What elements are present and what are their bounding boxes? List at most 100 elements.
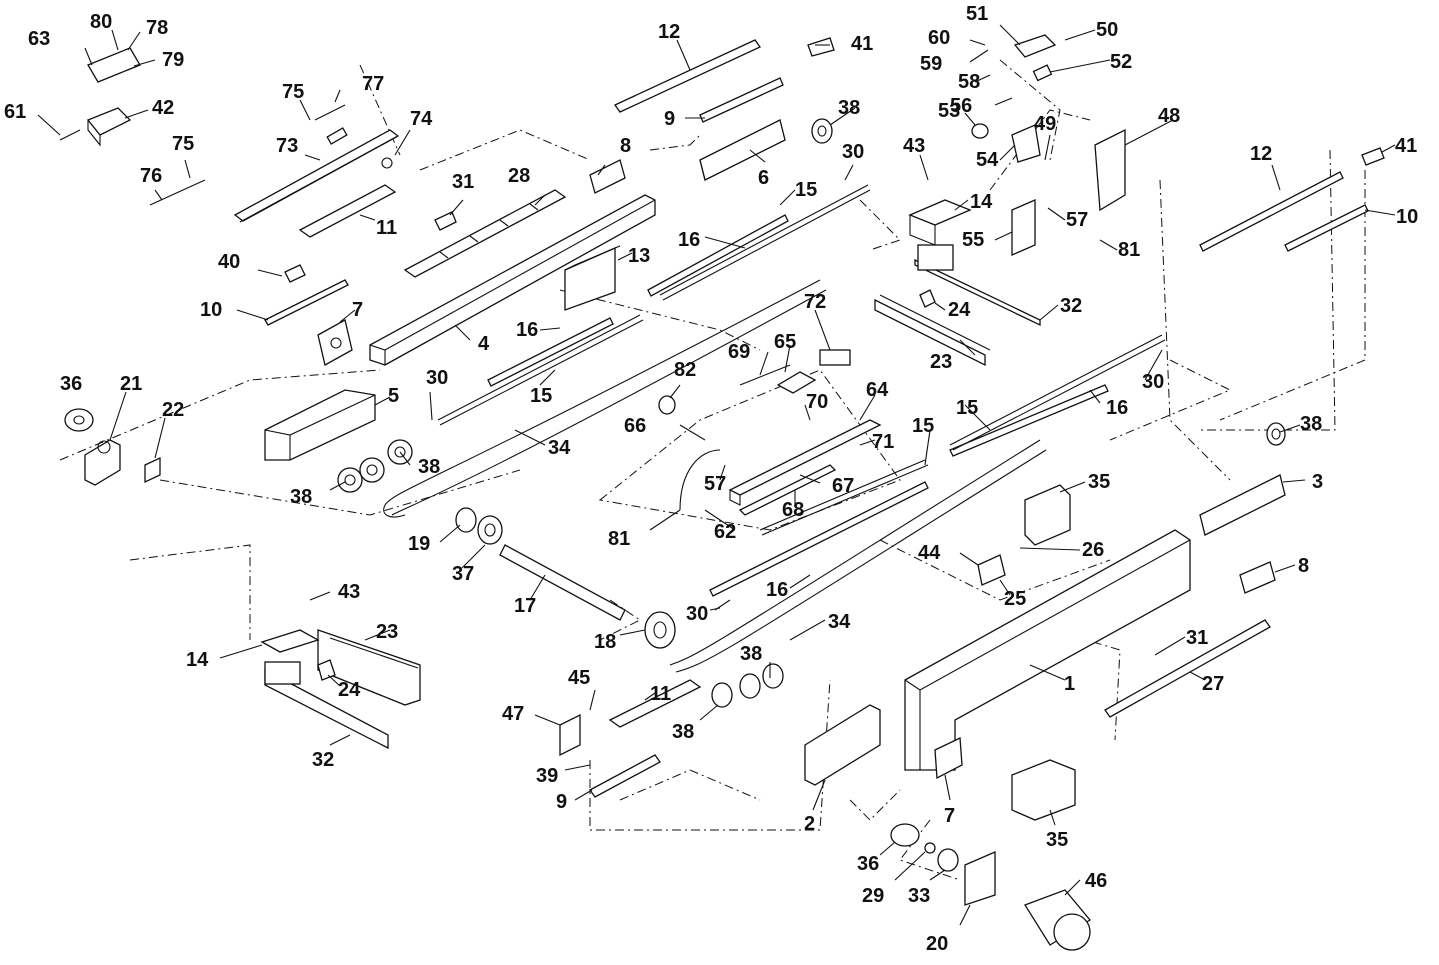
callout-49: 49 — [1034, 113, 1056, 135]
callout-23b: 23 — [376, 621, 398, 643]
callout-24b: 24 — [338, 679, 361, 701]
assembly-line — [359, 64, 401, 156]
callout-41b: 41 — [1395, 135, 1417, 157]
block-part-51 — [1013, 34, 1057, 58]
beam-part-4 — [369, 194, 656, 366]
fitting-part-75 — [314, 104, 346, 121]
callout-7b: 7 — [944, 805, 955, 827]
strip-part-16a — [647, 214, 789, 297]
cable-part-81b — [679, 449, 721, 511]
strip-part-10b — [1284, 204, 1369, 252]
callout-40: 40 — [218, 251, 240, 273]
callout-20: 20 — [926, 933, 948, 955]
callout-57b: 57 — [704, 473, 726, 495]
callout-35b: 35 — [1046, 829, 1068, 851]
callout-33: 33 — [908, 885, 930, 907]
callout-35a: 35 — [1088, 471, 1110, 493]
callout-80: 80 — [90, 11, 112, 33]
clip-part-41a — [807, 37, 835, 57]
slide-part-23b — [317, 629, 421, 706]
callout-32a: 32 — [1060, 295, 1082, 317]
slide-part-32a — [914, 244, 1041, 327]
clip-part-41b — [1361, 147, 1385, 166]
plate-part-11b — [608, 679, 702, 728]
callout-36b: 36 — [857, 853, 879, 875]
callout-81a: 81 — [1118, 239, 1140, 261]
plate-part-8b — [1239, 561, 1276, 594]
callout-70: 70 — [806, 391, 828, 413]
callout-57a: 57 — [1066, 209, 1088, 231]
bracket-part-35b — [1011, 759, 1076, 821]
cylinder-part-55 — [1011, 199, 1036, 256]
assembly-line — [859, 199, 901, 251]
main-frame-part-1 — [904, 529, 1191, 771]
pulley-part-37 — [477, 515, 503, 545]
callout-78: 78 — [146, 17, 168, 39]
callout-32b: 32 — [312, 749, 334, 771]
bearing-part-36b — [890, 823, 920, 847]
callout-73: 73 — [276, 135, 298, 157]
fitting-part-52 — [1032, 64, 1053, 82]
callout-37: 37 — [452, 563, 474, 585]
assembly-line — [989, 109, 1091, 191]
assembly-line — [159, 469, 521, 516]
assembly-line — [129, 544, 251, 640]
callout-65: 65 — [774, 331, 796, 353]
assembly-line — [999, 59, 1061, 161]
callout-44: 44 — [918, 542, 941, 564]
belt-part-34b — [669, 439, 1047, 673]
callout-56: 56 — [950, 95, 972, 117]
callout-74: 74 — [410, 108, 433, 130]
collar-part-29 — [924, 842, 936, 854]
callout-23a: 23 — [930, 351, 952, 373]
bracket-part-22 — [144, 456, 161, 484]
callout-9a: 9 — [664, 108, 675, 130]
bracket-part-65 — [776, 371, 817, 394]
roller-part-38b — [337, 439, 413, 493]
callout-51: 51 — [966, 3, 988, 25]
callout-17: 17 — [514, 595, 536, 617]
assembly-line — [1159, 179, 1231, 481]
callout-64: 64 — [866, 379, 889, 401]
callout-39: 39 — [536, 765, 558, 787]
assembly-line — [619, 769, 761, 801]
gear-part-18 — [644, 611, 676, 649]
callout-54: 54 — [976, 149, 999, 171]
carriage-part-64 — [728, 419, 882, 506]
callout-26: 26 — [1082, 539, 1104, 561]
callout-8b: 8 — [1298, 555, 1309, 577]
rod-part-15b — [437, 314, 644, 426]
assembly-line — [879, 539, 1111, 601]
callout-47: 47 — [502, 703, 524, 725]
callout-10b: 10 — [1396, 206, 1418, 228]
strip-part-27 — [1104, 619, 1271, 718]
rod-part-15c — [949, 334, 1166, 451]
switch-part-72 — [819, 349, 851, 366]
callout-25: 25 — [1004, 588, 1026, 610]
callout-43a: 43 — [903, 135, 925, 157]
callout-48: 48 — [1158, 105, 1180, 127]
callout-11a: 11 — [376, 217, 397, 239]
callout-12a: 12 — [658, 21, 680, 43]
pulley-part-19 — [455, 507, 477, 533]
assembly-line — [649, 134, 701, 151]
spring-part-69 — [739, 364, 791, 386]
callout-4: 4 — [478, 333, 490, 355]
bracket-part-35a — [1024, 484, 1071, 546]
block-part-6 — [699, 119, 786, 181]
callout-16b: 16 — [516, 319, 538, 341]
leader-lines — [37, 24, 1396, 926]
strip-part-28 — [403, 189, 567, 278]
callout-67: 67 — [832, 475, 854, 497]
callout-53: 53 — [938, 100, 960, 122]
callout-76: 76 — [140, 165, 162, 187]
callout-50: 50 — [1096, 19, 1118, 41]
rod-part-15d — [759, 459, 929, 536]
belt-part-34a — [383, 279, 827, 518]
callout-30b: 30 — [426, 367, 448, 389]
block-part-25 — [977, 554, 1006, 586]
coupling-part-33 — [937, 848, 959, 872]
assembly-line — [1200, 149, 1336, 431]
callout-15d: 15 — [912, 415, 934, 437]
